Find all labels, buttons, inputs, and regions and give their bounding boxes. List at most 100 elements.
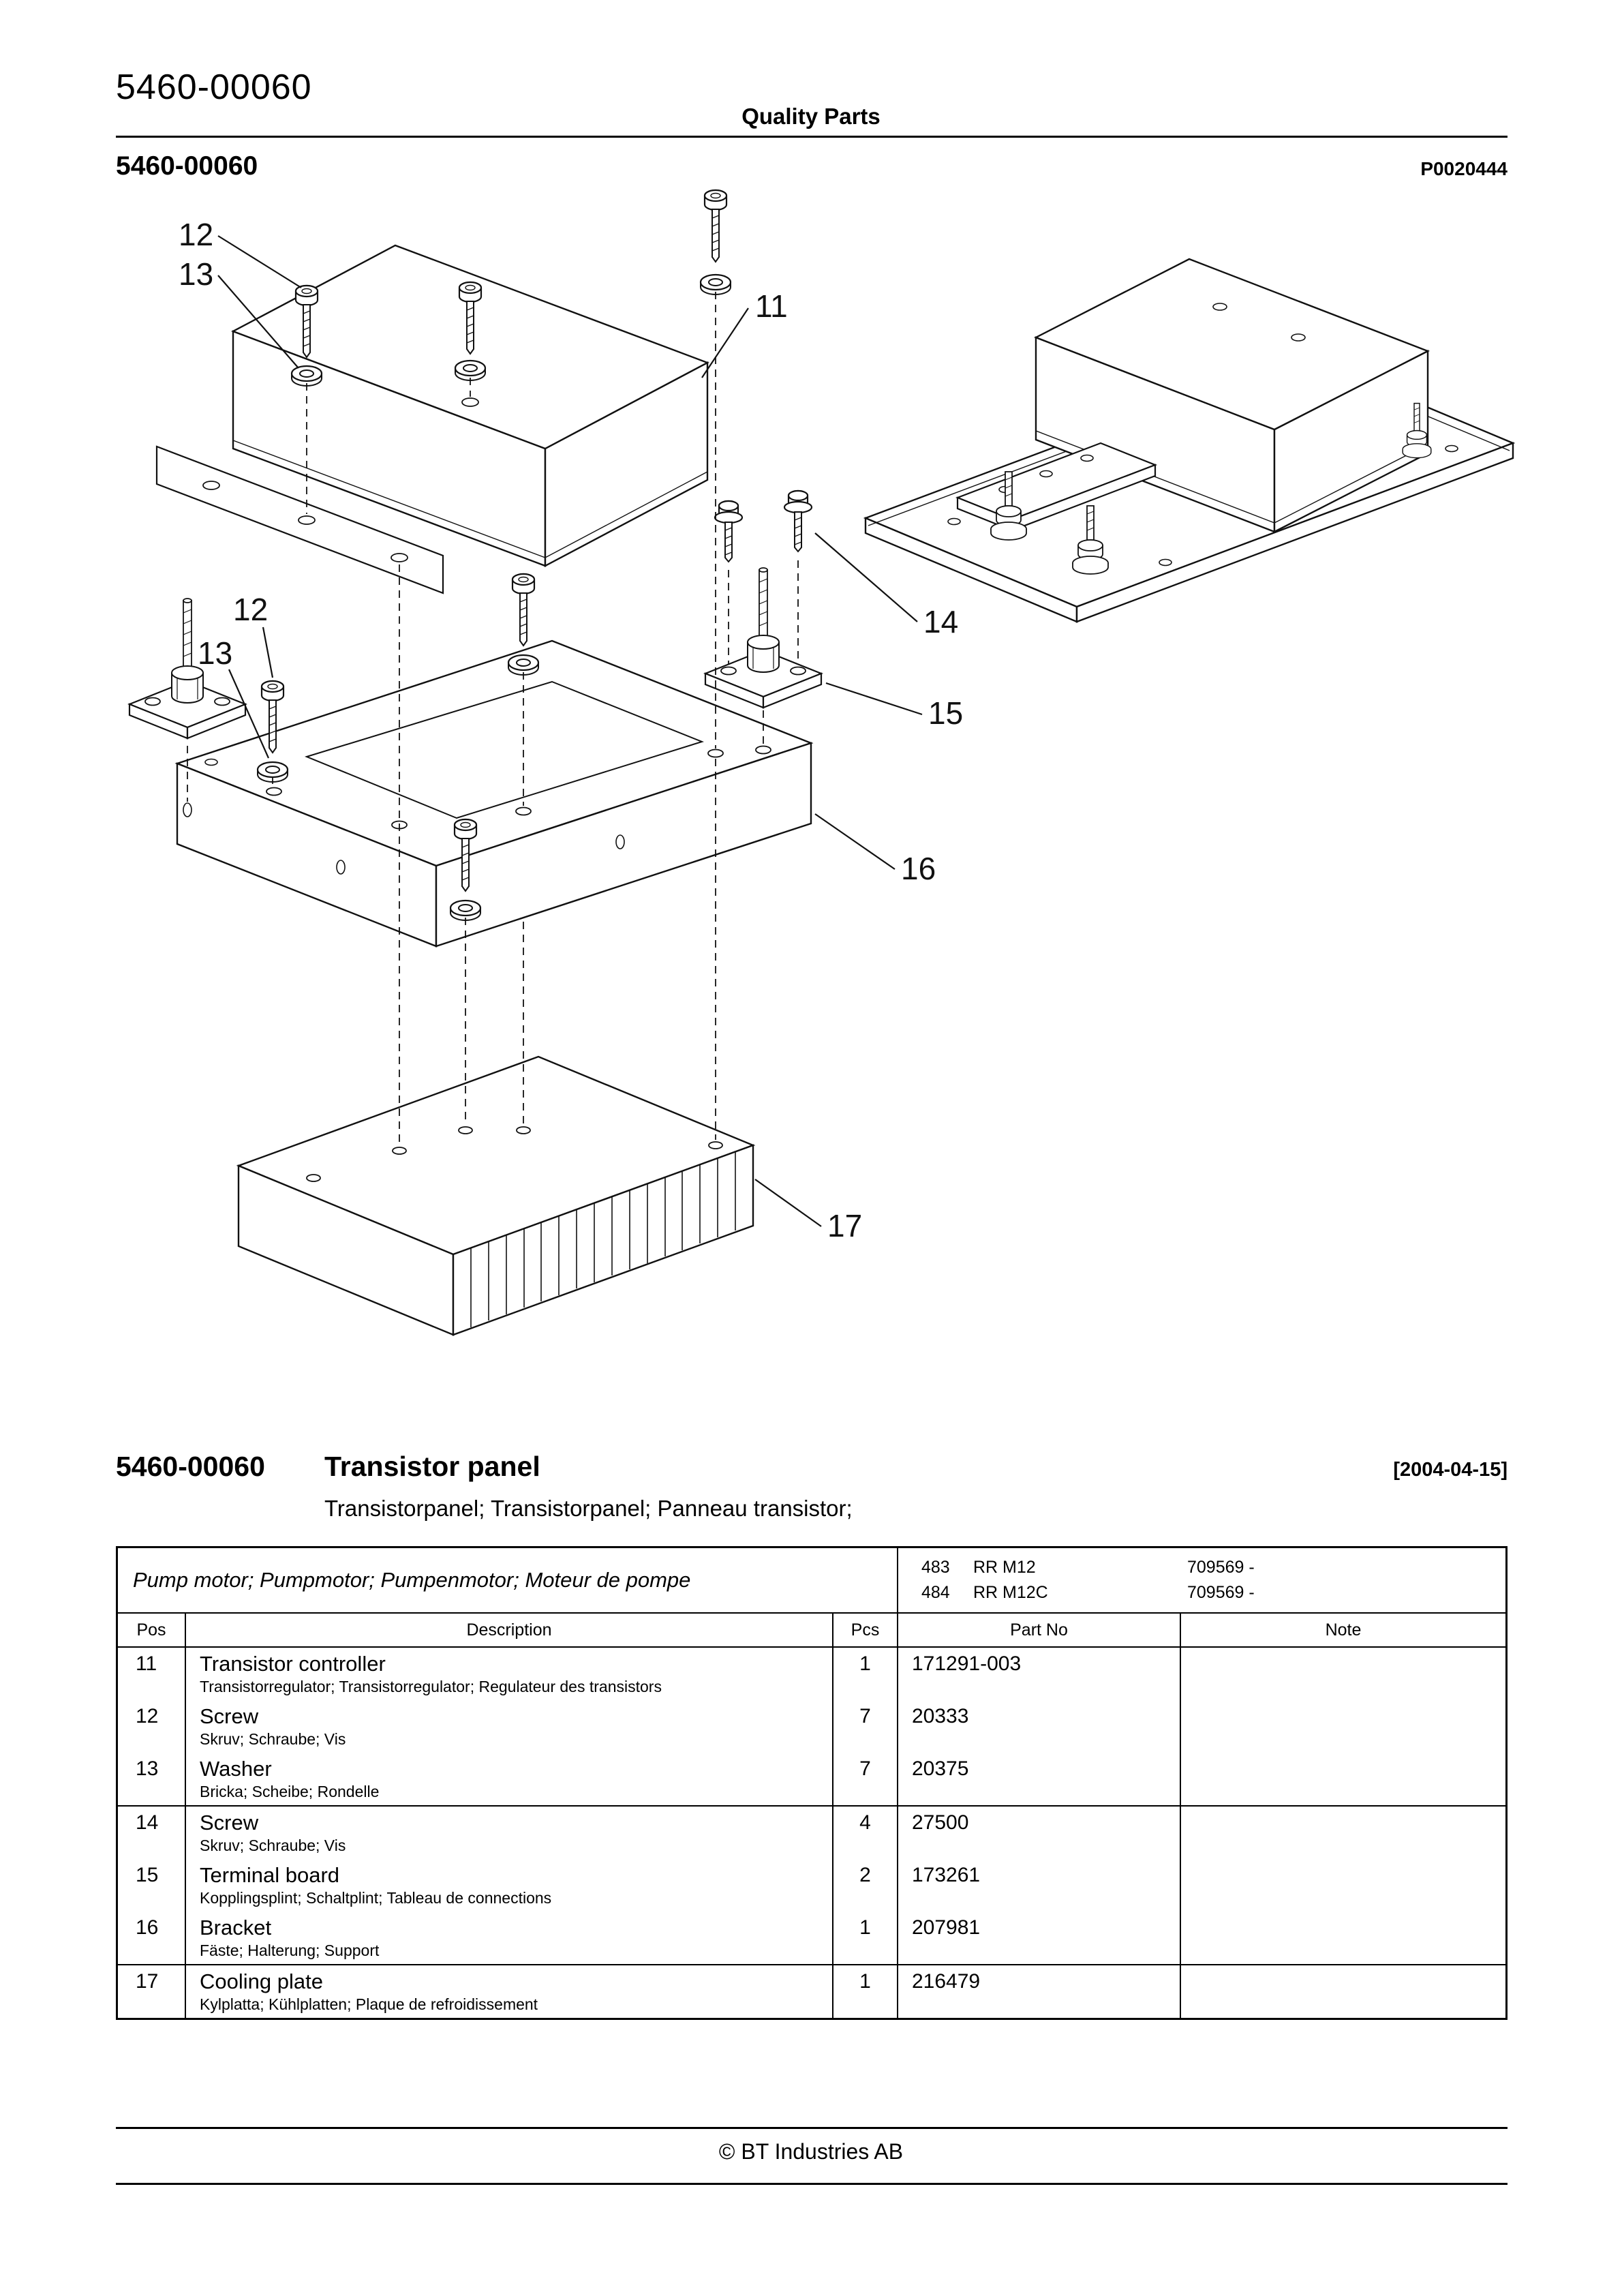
exploded-view-diagram: 12 13 11 12 13 14 15 16 17 — [102, 174, 1520, 1408]
part-17-cooling-plate — [236, 1055, 756, 1336]
model-code: 483 — [921, 1558, 950, 1577]
description-translations: Bricka; Scheibe; Rondelle — [200, 1783, 380, 1800]
description-main: Bracket — [200, 1916, 272, 1939]
cell-note — [1181, 1648, 1505, 1700]
cell-pos: 16 — [118, 1912, 186, 1964]
cell-part-no: 20333 — [898, 1700, 1181, 1753]
cell-description: Cooling plate Kylplatta; Kühlplatten; Pl… — [186, 1965, 833, 2018]
part-11-transistor-controller — [155, 244, 709, 594]
cooling-fins — [470, 1151, 736, 1327]
description-translations: Skruv; Schraube; Vis — [200, 1730, 346, 1748]
table-row: 14 Screw Skruv; Schraube; Vis 4 27500 — [118, 1807, 1505, 1859]
model-row: 483 RR M12 709569 - — [921, 1558, 1505, 1577]
header-description: Description — [186, 1614, 833, 1646]
model-code: 484 — [921, 1583, 950, 1602]
cell-pcs: 7 — [833, 1700, 898, 1753]
exploded-diagram-svg: 12 13 11 12 13 14 15 16 17 — [128, 189, 1516, 1336]
callout-12: 12 — [179, 217, 213, 252]
description-main: Terminal board — [200, 1863, 340, 1887]
description-main: Cooling plate — [200, 1969, 323, 1993]
table-group: 11 Transistor controller Transistorregul… — [118, 1648, 1505, 1807]
table-row: 11 Transistor controller Transistorregul… — [118, 1648, 1505, 1700]
title-number: 5460-00060 — [116, 1451, 265, 1482]
footer-divider-top — [116, 2127, 1508, 2129]
washer-13 — [507, 654, 540, 676]
footer-copyright: © BT Industries AB — [718, 2139, 904, 2164]
bracket-cutout — [305, 680, 704, 819]
table-row: 17 Cooling plate Kylplatta; Kühlplatten;… — [118, 1965, 1505, 2018]
cell-part-no: 216479 — [898, 1965, 1181, 2018]
washer-13 — [699, 273, 732, 296]
cell-part-no: 207981 — [898, 1912, 1181, 1964]
description-main: Transistor controller — [200, 1652, 386, 1676]
model-name: RR M12C — [973, 1583, 1048, 1602]
cell-pcs: 1 — [833, 1912, 898, 1964]
callout-12: 12 — [233, 592, 268, 627]
figure-number: 5460-00060 — [116, 151, 258, 181]
cell-description: Washer Bricka; Scheibe; Rondelle — [186, 1753, 833, 1805]
description-main: Screw — [200, 1704, 259, 1728]
cell-note — [1181, 1965, 1505, 2018]
models-cell: 483 RR M12 709569 - 484 RR M12C 709569 - — [898, 1548, 1505, 1612]
table-row: 16 Bracket Fäste; Halterung; Support 1 2… — [118, 1912, 1505, 1964]
cell-note — [1181, 1700, 1505, 1753]
model-name: RR M12 — [973, 1558, 1036, 1577]
cell-pcs: 1 — [833, 1648, 898, 1700]
callouts: 12 13 11 12 13 14 15 16 17 — [179, 217, 963, 1243]
cell-part-no: 173261 — [898, 1859, 1181, 1912]
header-part-no: Part No — [898, 1614, 1181, 1646]
table-column-headers: Pos Description Pcs Part No Note — [118, 1614, 1505, 1648]
washer-13 — [454, 359, 487, 382]
callout-13: 13 — [198, 635, 232, 671]
cell-pos: 17 — [118, 1965, 186, 2018]
washer-13 — [449, 899, 482, 922]
cell-pos: 14 — [118, 1807, 186, 1859]
description-translations: Kylplatta; Kühlplatten; Plaque de refroi… — [200, 1995, 538, 2013]
page-title: Transistor panel — [324, 1451, 540, 1482]
cell-description: Screw Skruv; Schraube; Vis — [186, 1807, 833, 1859]
callout-16: 16 — [901, 851, 936, 886]
table-row: 15 Terminal board Kopplingsplint; Schalt… — [118, 1859, 1505, 1912]
cell-pcs: 7 — [833, 1753, 898, 1805]
callout-leader-lines — [217, 235, 923, 1227]
model-serial: 709569 - — [1187, 1558, 1255, 1577]
header-pcs: Pcs — [833, 1614, 898, 1646]
callout-11: 11 — [755, 288, 788, 324]
callout-17: 17 — [827, 1208, 862, 1243]
cell-pos: 15 — [118, 1859, 186, 1912]
header-divider — [116, 136, 1508, 138]
assembled-unit — [863, 258, 1516, 623]
description-translations: Transistorregulator; Transistorregulator… — [200, 1678, 662, 1695]
cell-part-no: 20375 — [898, 1753, 1181, 1805]
cell-note — [1181, 1859, 1505, 1912]
cell-description: Terminal board Kopplingsplint; Schaltpli… — [186, 1859, 833, 1912]
revision-date: [2004-04-15] — [1393, 1459, 1508, 1481]
description-main: Washer — [200, 1757, 272, 1781]
terminal-board-15 — [704, 567, 823, 709]
cell-description: Screw Skruv; Schraube; Vis — [186, 1700, 833, 1753]
assembled-controller-box — [1034, 258, 1430, 533]
callout-13: 13 — [179, 256, 213, 292]
screw-14 — [783, 489, 813, 553]
cell-note — [1181, 1912, 1505, 1964]
parts-table: Pump motor; Pumpmotor; Pumpenmotor; Mote… — [116, 1546, 1508, 2020]
table-group: 17 Cooling plate Kylplatta; Kühlplatten;… — [118, 1965, 1505, 2018]
cell-description: Bracket Fäste; Halterung; Support — [186, 1912, 833, 1964]
callout-15: 15 — [928, 695, 963, 731]
document-number: 5460-00060 — [116, 67, 312, 107]
header-pos: Pos — [118, 1614, 186, 1646]
callout-14: 14 — [923, 604, 958, 639]
table-group: 14 Screw Skruv; Schraube; Vis 4 27500 15… — [118, 1807, 1505, 1965]
washer-13 — [290, 365, 323, 387]
cell-description: Transistor controller Transistorregulato… — [186, 1648, 833, 1700]
description-translations: Fäste; Halterung; Support — [200, 1942, 380, 1959]
projection-lines — [187, 292, 799, 1144]
cell-pos: 11 — [118, 1648, 186, 1700]
model-serial: 709569 - — [1187, 1583, 1255, 1602]
cell-note — [1181, 1807, 1505, 1859]
description-translations: Skruv; Schraube; Vis — [200, 1837, 346, 1854]
cell-part-no: 27500 — [898, 1807, 1181, 1859]
screw-14 — [714, 500, 744, 563]
cell-note — [1181, 1753, 1505, 1805]
cell-pos: 12 — [118, 1700, 186, 1753]
